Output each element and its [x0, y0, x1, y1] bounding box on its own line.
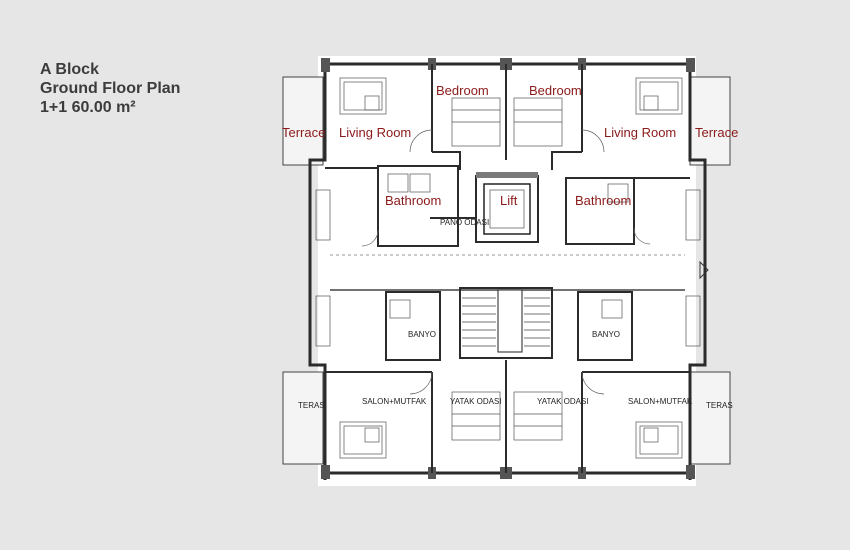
label-yatak-odasi-right: YATAK ODASI	[537, 397, 589, 406]
label-lift: Lift	[500, 193, 518, 208]
label-living-room-right: Living Room	[604, 125, 676, 140]
label-yatak-odasi-left: YATAK ODASI	[450, 397, 502, 406]
label-terrace-left: Terrace	[282, 125, 325, 140]
label-bathroom-left: Bathroom	[385, 193, 441, 208]
plan-title-block: A Block Ground Floor Plan 1+1 60.00 m²	[40, 60, 180, 117]
furniture	[315, 77, 701, 459]
lift-wall-hatch	[476, 172, 538, 178]
block-name: A Block	[40, 61, 99, 78]
label-teras-right: TERAS	[706, 401, 733, 410]
door-swings	[361, 129, 651, 395]
interior-walls-top	[325, 64, 690, 247]
label-living-room-left: Living Room	[339, 125, 411, 140]
terrace-top-left	[282, 76, 324, 166]
plan-name: Ground Floor Plan	[40, 80, 181, 97]
label-salon-mutfak-left: SALON+MUTFAK	[362, 397, 427, 406]
lift-shaft	[483, 183, 531, 235]
label-pano-odasi: PANO ODASI	[440, 218, 489, 227]
label-bedroom-left: Bedroom	[436, 83, 489, 98]
label-bathroom-right: Bathroom	[575, 193, 631, 208]
staircase	[462, 289, 550, 353]
terrace-top-right	[689, 76, 731, 166]
interior-walls-bottom	[325, 287, 690, 473]
entrance-arrow-icon	[699, 260, 709, 280]
label-terrace-right: Terrace	[695, 125, 738, 140]
label-banyo-left: BANYO	[408, 330, 436, 339]
outer-walls	[308, 60, 707, 480]
label-bedroom-right: Bedroom	[529, 83, 582, 98]
label-teras-left: TERAS	[298, 401, 325, 410]
label-salon-mutfak-right: SALON+MUTFAK	[628, 397, 693, 406]
terrace-bottom-left	[282, 371, 324, 465]
unit-area: 1+1 60.00 m²	[40, 99, 136, 116]
terrace-bottom-right	[689, 371, 731, 465]
label-banyo-right: BANYO	[592, 330, 620, 339]
